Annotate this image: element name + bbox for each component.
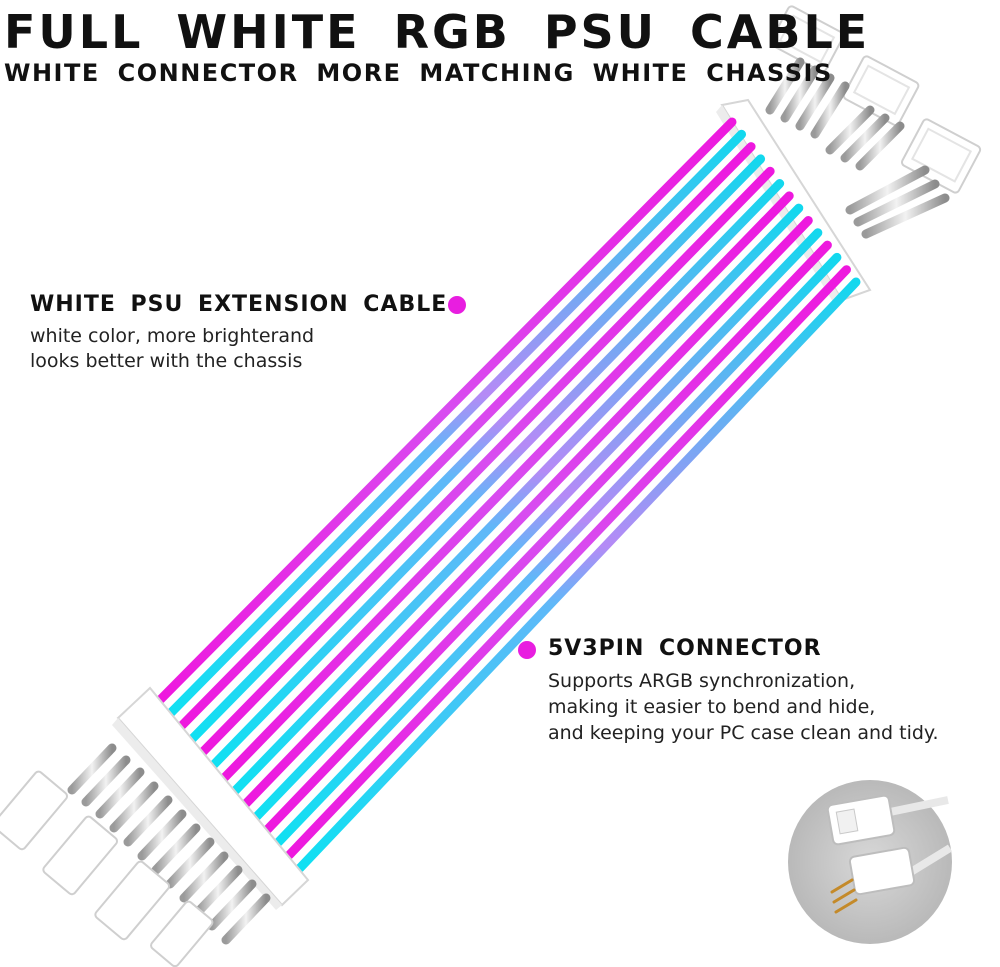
rgb-wire: [220, 191, 794, 783]
connector-callout-dot-icon: [518, 641, 536, 659]
extension-cable-desc-line2: looks better with the chassis: [30, 350, 303, 372]
rgb-wire: [166, 129, 747, 718]
rgb-wire: [209, 179, 785, 770]
argb-connector-inset: [788, 780, 953, 944]
connector-desc-line3: and keeping your PC case clean and tidy.: [548, 722, 939, 744]
rgb-wire: [295, 277, 861, 873]
bottom-metal-wires: [67, 743, 271, 945]
rgb-wire: [187, 154, 766, 744]
extension-cable-heading: WHITE PSU EXTENSION CABLE: [30, 292, 448, 317]
rgb-wire: [155, 117, 737, 705]
rgb-wire: [284, 265, 851, 860]
rgb-wire: [198, 166, 775, 757]
rgb-wire: [252, 228, 823, 821]
top-metal-wires: [765, 57, 950, 239]
extension-cable-desc-line1: white color, more brighterand: [30, 325, 315, 347]
rgb-wire: [263, 240, 832, 834]
rgb-wire-bundle: [155, 117, 861, 873]
extension-callout-dot-icon: [448, 296, 466, 314]
rgb-wire: [273, 252, 842, 847]
connector-desc-line1: Supports ARGB synchronization,: [548, 670, 856, 692]
connector-heading: 5V3PIN CONNECTOR: [548, 636, 822, 661]
rgb-wire: [230, 203, 804, 795]
connector-desc-line2: making it easier to bend and hide,: [548, 696, 876, 718]
rgb-wire: [241, 215, 813, 808]
page-title: FULL WHITE RGB PSU CABLE: [4, 5, 871, 59]
bottom-cable-comb: [112, 686, 310, 910]
bottom-connector-heads: [0, 770, 214, 967]
rgb-wire: [177, 142, 756, 731]
page-subtitle: WHITE CONNECTOR MORE MATCHING WHITE CHAS…: [4, 59, 833, 87]
